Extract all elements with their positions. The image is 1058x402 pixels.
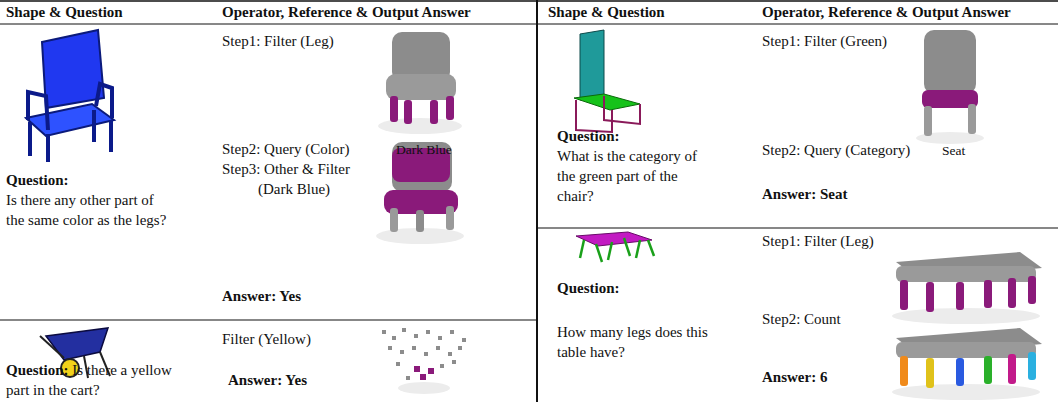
operator-step: Step2: Query (Category): [762, 140, 910, 160]
operator-step: Filter (Yellow): [222, 329, 311, 349]
question-paragraph: Question: Is there a yellow part in the …: [6, 360, 178, 400]
operator-step: Step2: Query (Color): [222, 139, 349, 159]
column-header: Operator, Reference & Output Answer: [222, 2, 471, 22]
question-text: How many legs does this table have?: [557, 322, 717, 362]
point-cloud-table-legs: [892, 252, 1042, 324]
reference-answer: Dark Blue: [396, 140, 452, 160]
operator-step: Step1: Filter (Leg): [222, 31, 334, 51]
answer-text: Answer: Seat: [762, 184, 847, 204]
operator-step: Step1: Filter (Leg): [762, 231, 874, 251]
column-header: Shape & Question: [6, 2, 123, 22]
point-cloud-chair-green: [916, 30, 984, 144]
column-header: Operator, Reference & Output Answer: [762, 2, 1011, 22]
operator-step: Step1: Filter (Green): [762, 31, 887, 51]
question-heading: Question:: [6, 362, 69, 378]
reference-answer: Seat: [942, 141, 965, 161]
point-cloud-table-count: [892, 328, 1042, 400]
question-heading: Question:: [6, 170, 69, 190]
blue-chair: [26, 30, 114, 162]
question-heading: Question:: [557, 126, 620, 146]
table-shape: [576, 232, 654, 262]
question-text: What is the category of the green part o…: [557, 146, 717, 206]
answer-text: Answer: Yes: [228, 370, 307, 390]
answer-text: Answer: 6: [762, 367, 827, 387]
column-header: Shape & Question: [548, 2, 665, 22]
question-text: Is there any other part of the same colo…: [6, 190, 174, 230]
operator-step: Step3: Other & Filter (Dark Blue): [222, 159, 372, 199]
operator-step: Step2: Count: [762, 309, 841, 329]
point-cloud-cart: [382, 328, 466, 394]
green-chair: [574, 30, 640, 132]
answer-text: Answer: Yes: [222, 286, 301, 306]
point-cloud-chair-legs: [378, 32, 462, 134]
point-cloud-chair-seat: [376, 142, 464, 244]
question-heading: Question:: [557, 278, 620, 298]
